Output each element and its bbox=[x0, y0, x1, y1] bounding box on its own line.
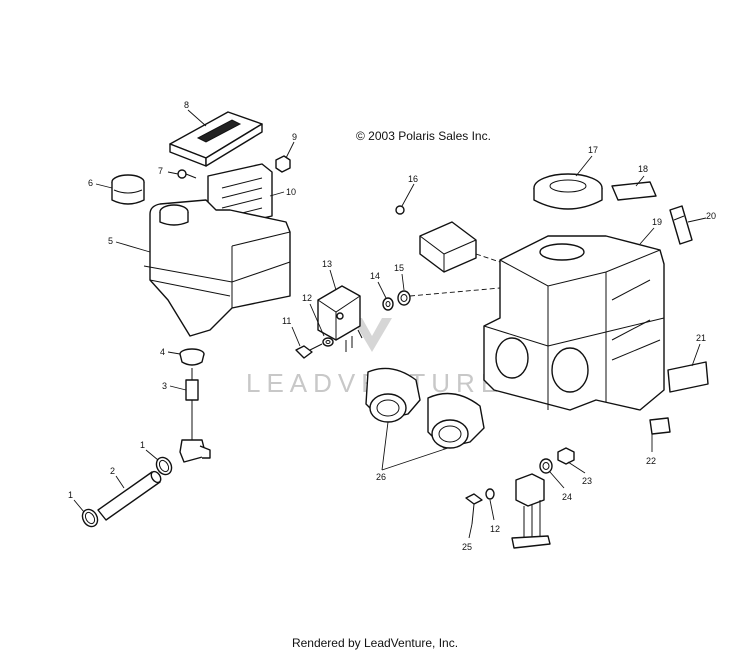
washer-part-24 bbox=[539, 458, 553, 474]
callout-16: 16 bbox=[408, 174, 418, 184]
callout-13: 13 bbox=[322, 259, 332, 269]
copyright-text: © 2003 Polaris Sales Inc. bbox=[356, 129, 491, 143]
control-module-part bbox=[419, 221, 501, 273]
callout-11: 11 bbox=[282, 316, 291, 326]
screw-part-7 bbox=[177, 169, 197, 179]
latch-part bbox=[669, 205, 693, 245]
fuel-pump-part bbox=[317, 285, 363, 352]
oil-hose-part bbox=[97, 470, 162, 521]
callout-21: 21 bbox=[696, 333, 706, 343]
callout-26: 26 bbox=[376, 472, 386, 482]
callout-9: 9 bbox=[292, 132, 297, 142]
callout-1-upper: 1 bbox=[140, 440, 145, 450]
intake-boot-part-upper bbox=[365, 367, 421, 423]
callout-22: 22 bbox=[646, 456, 656, 466]
airbox-part bbox=[483, 235, 665, 411]
decal-part-21 bbox=[667, 361, 709, 393]
oil-tank-part bbox=[143, 199, 291, 337]
callout-5: 5 bbox=[108, 236, 113, 246]
decal-part-22 bbox=[649, 417, 671, 435]
hose-clamp-part-upper bbox=[155, 456, 173, 476]
callout-7: 7 bbox=[158, 166, 163, 176]
callout-3: 3 bbox=[162, 381, 167, 391]
intake-boot-part-lower bbox=[427, 392, 485, 449]
washer-part-12-upper bbox=[322, 337, 334, 347]
washer-part-14 bbox=[382, 297, 394, 311]
grommet-part-15 bbox=[397, 287, 501, 306]
screw-part-16 bbox=[395, 205, 405, 215]
bolt-part-25 bbox=[465, 493, 483, 525]
decal-part-18 bbox=[611, 181, 657, 201]
washer-part-12-lower bbox=[485, 488, 495, 500]
callout-10: 10 bbox=[286, 187, 296, 197]
callout-14: 14 bbox=[370, 271, 380, 281]
callout-2: 2 bbox=[110, 466, 115, 476]
callout-17: 17 bbox=[588, 145, 598, 155]
callout-19: 19 bbox=[652, 217, 662, 227]
leader-lines bbox=[73, 109, 707, 539]
callout-24: 24 bbox=[562, 492, 572, 502]
callout-18: 18 bbox=[638, 164, 648, 174]
callout-12-lower: 12 bbox=[490, 524, 500, 534]
tank-cover-part bbox=[169, 111, 263, 167]
foam-filter-part bbox=[533, 173, 603, 210]
sensor-assembly-part bbox=[511, 473, 551, 549]
grommet-part bbox=[179, 348, 205, 366]
grommet-part-23 bbox=[557, 447, 575, 465]
callout-4: 4 bbox=[160, 347, 165, 357]
callout-8: 8 bbox=[184, 100, 189, 110]
oil-fitting-part bbox=[179, 368, 211, 463]
bolt-part-11 bbox=[295, 343, 323, 359]
callout-1-lower: 1 bbox=[68, 490, 73, 500]
footer-credit: Rendered by LeadVenture, Inc. bbox=[291, 636, 459, 650]
callout-12-upper: 12 bbox=[302, 293, 312, 303]
callout-25: 25 bbox=[462, 542, 472, 552]
callout-6: 6 bbox=[88, 178, 93, 188]
hose-clamp-part-lower bbox=[81, 508, 99, 528]
callout-15: 15 bbox=[394, 263, 404, 273]
callout-numbers: 8 9 7 6 10 5 4 3 1 2 1 11 12 13 14 15 16… bbox=[68, 100, 716, 552]
filler-cap-part bbox=[111, 174, 145, 205]
nut-part-9 bbox=[275, 155, 291, 173]
callout-23: 23 bbox=[582, 476, 592, 486]
callout-20: 20 bbox=[706, 211, 716, 221]
